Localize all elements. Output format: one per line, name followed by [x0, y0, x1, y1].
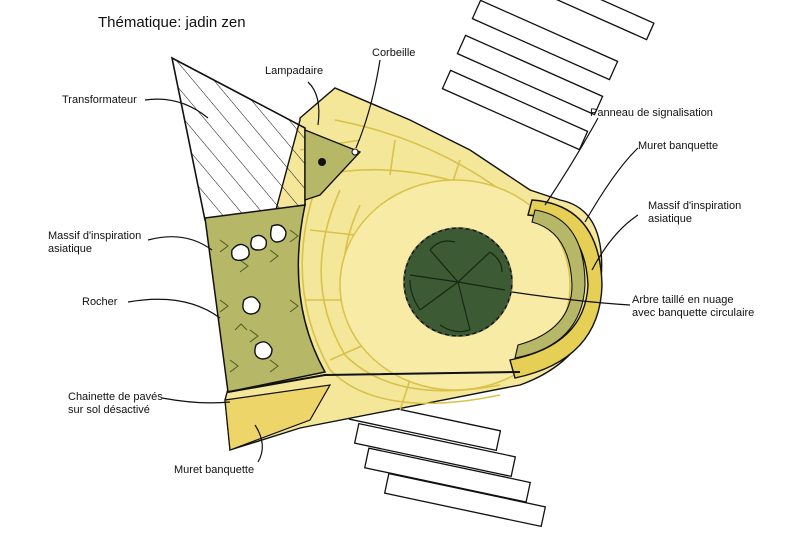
bin	[351, 148, 359, 156]
label-massif-left-1: Massif d'inspiration	[48, 230, 142, 242]
rocks	[231, 224, 287, 360]
label-massif-right-2: asiatique	[648, 213, 693, 225]
crosswalk-top	[441, 0, 655, 151]
diagram-title: Thématique: jadin zen	[98, 14, 246, 31]
label-massif-left-2: asiatique	[48, 243, 93, 255]
label-lampadaire: Lampadaire	[265, 65, 324, 77]
label-rocher: Rocher	[82, 296, 118, 308]
massif-left-pattern	[219, 229, 299, 373]
label-arbre-1: Arbre taillé en nuage	[632, 294, 734, 306]
label-transformateur: Transformateur	[62, 94, 137, 106]
label-corbeille: Corbeille	[372, 47, 416, 59]
label-chainette-1: Chainette de pavés	[68, 391, 163, 403]
leader-lines	[127, 59, 639, 463]
label-chainette-2: sur sol désactivé	[68, 404, 150, 416]
label-arbre-2: avec banquette circulaire	[632, 307, 755, 319]
muret-bottom	[227, 371, 521, 393]
label-muret-bottom: Muret banquette	[174, 464, 255, 476]
paving-chain	[224, 384, 332, 451]
label-panneau: Panneau de signalisation	[590, 107, 713, 119]
lamp-post	[318, 158, 326, 166]
cloud-pruned-tree	[403, 227, 513, 337]
label-massif-right-1: Massif d'inspiration	[648, 200, 742, 212]
transformer-area	[170, 56, 306, 221]
small-planter	[304, 129, 362, 201]
crosswalk-bottom	[348, 398, 547, 528]
label-muret-right: Muret banquette	[638, 140, 719, 152]
massif-right	[514, 209, 586, 359]
